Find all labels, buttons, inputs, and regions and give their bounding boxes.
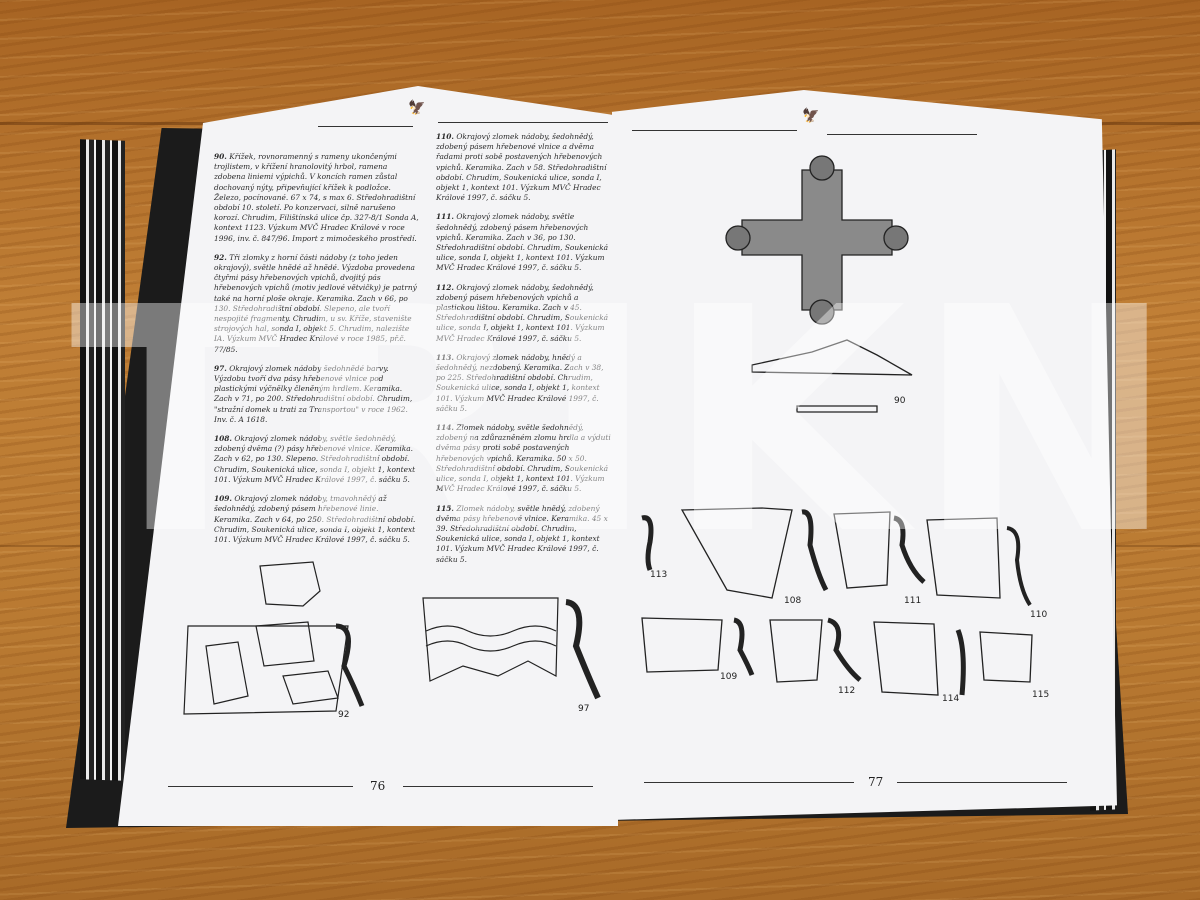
figure-label: 108 bbox=[784, 596, 802, 606]
profile-drawing bbox=[827, 617, 862, 682]
sherd-drawing bbox=[205, 641, 249, 705]
sherd-drawing bbox=[183, 625, 349, 715]
cross-drawing bbox=[741, 169, 893, 311]
sherd-drawing bbox=[873, 621, 939, 696]
figure-label: 92 bbox=[338, 710, 350, 720]
figure-label: 111 bbox=[904, 596, 922, 606]
text-column-right: 110. Okrajový zlomek nádoby, šedohnědý, … bbox=[436, 132, 614, 574]
profile-drawing bbox=[801, 509, 829, 592]
entry: 110. Okrajový zlomek nádoby, šedohnědý, … bbox=[436, 132, 607, 203]
figure-label: 113 bbox=[650, 570, 668, 580]
header-rule bbox=[827, 134, 977, 135]
entry: 108. Okrajový zlomek nádoby, světle šedo… bbox=[214, 434, 416, 484]
cross-knob bbox=[883, 225, 909, 251]
figure-label: 115 bbox=[1032, 690, 1050, 700]
sherd-drawing bbox=[833, 511, 891, 589]
figure-label: 90 bbox=[894, 396, 906, 406]
left-page: 🦅 90. Křížek, rovnoramenný s rameny ukon… bbox=[118, 86, 618, 826]
header-rule bbox=[632, 130, 797, 131]
right-page: 🦅 bbox=[612, 90, 1117, 820]
page-number: 77 bbox=[868, 775, 884, 789]
cross-knob bbox=[725, 225, 751, 251]
figure-label: 97 bbox=[578, 704, 590, 714]
sherd-drawing bbox=[422, 597, 559, 682]
entry: 113. Okrajový zlomek nádoby, hnědý a šed… bbox=[436, 352, 604, 413]
sherd-drawing bbox=[259, 561, 321, 607]
entry: 97. Okrajový zlomek nádoby šedohnědé bar… bbox=[214, 363, 413, 424]
profile-drawing bbox=[335, 623, 365, 707]
figure-label: 109 bbox=[720, 672, 738, 682]
profile-drawing bbox=[893, 515, 926, 584]
right-figures bbox=[641, 155, 1033, 696]
entry: 109. Okrajový zlomek nádoby, tmavohnědý … bbox=[214, 494, 416, 544]
entry: 112. Okrajový zlomek nádoby, šedohnědý, … bbox=[436, 282, 609, 343]
figure-label: 112 bbox=[838, 686, 856, 696]
wave-pattern bbox=[425, 640, 557, 652]
watermark: TRIKNIH bbox=[70, 242, 1200, 603]
sherd-drawing bbox=[282, 670, 339, 705]
profile-drawing bbox=[565, 599, 601, 700]
profile-drawing bbox=[1006, 526, 1032, 607]
figure-label: 110 bbox=[1030, 610, 1048, 620]
sherd-drawing bbox=[680, 507, 793, 599]
cross-knob bbox=[809, 155, 835, 181]
entry: 92. Tři zlomky z horní části nádoby (z t… bbox=[214, 252, 417, 354]
sherd-drawing bbox=[979, 631, 1033, 683]
profile-drawing bbox=[955, 629, 966, 696]
sherd-drawing bbox=[641, 617, 723, 673]
sherd-drawing bbox=[769, 619, 823, 683]
profile-drawing bbox=[733, 617, 755, 676]
entry: 114. Zlomek nádoby, světle šedohnědý, zd… bbox=[436, 423, 611, 494]
footer-rule bbox=[644, 782, 854, 783]
sherd-drawing bbox=[926, 517, 1001, 599]
eagle-emblem-icon: 🦅 bbox=[802, 108, 820, 124]
entry: 111. Okrajový zlomek nádoby, světle šedo… bbox=[436, 212, 609, 273]
figure-label: 114 bbox=[942, 694, 960, 704]
wave-pattern bbox=[425, 625, 557, 637]
scale-bar bbox=[796, 405, 878, 413]
footer-rule bbox=[897, 782, 1067, 783]
text-column-left: 90. Křížek, rovnoramenný s rameny ukonče… bbox=[214, 152, 419, 554]
entry: 90. Křížek, rovnoramenný s rameny ukonče… bbox=[214, 152, 419, 243]
left-figures bbox=[183, 561, 601, 715]
page-number: 76 bbox=[370, 779, 386, 793]
cross-knob bbox=[809, 299, 835, 325]
sherd-drawing bbox=[255, 621, 315, 667]
eagle-emblem-icon: 🦅 bbox=[408, 100, 426, 116]
entry: 115. Zlomek nádoby, světle hnědý, zdoben… bbox=[436, 503, 608, 564]
profile-drawing bbox=[641, 515, 654, 571]
footer-rule bbox=[168, 786, 353, 787]
footer-rule bbox=[403, 786, 593, 787]
header-rule bbox=[318, 126, 413, 127]
header-rule bbox=[438, 122, 608, 123]
cross-profile bbox=[751, 339, 913, 376]
